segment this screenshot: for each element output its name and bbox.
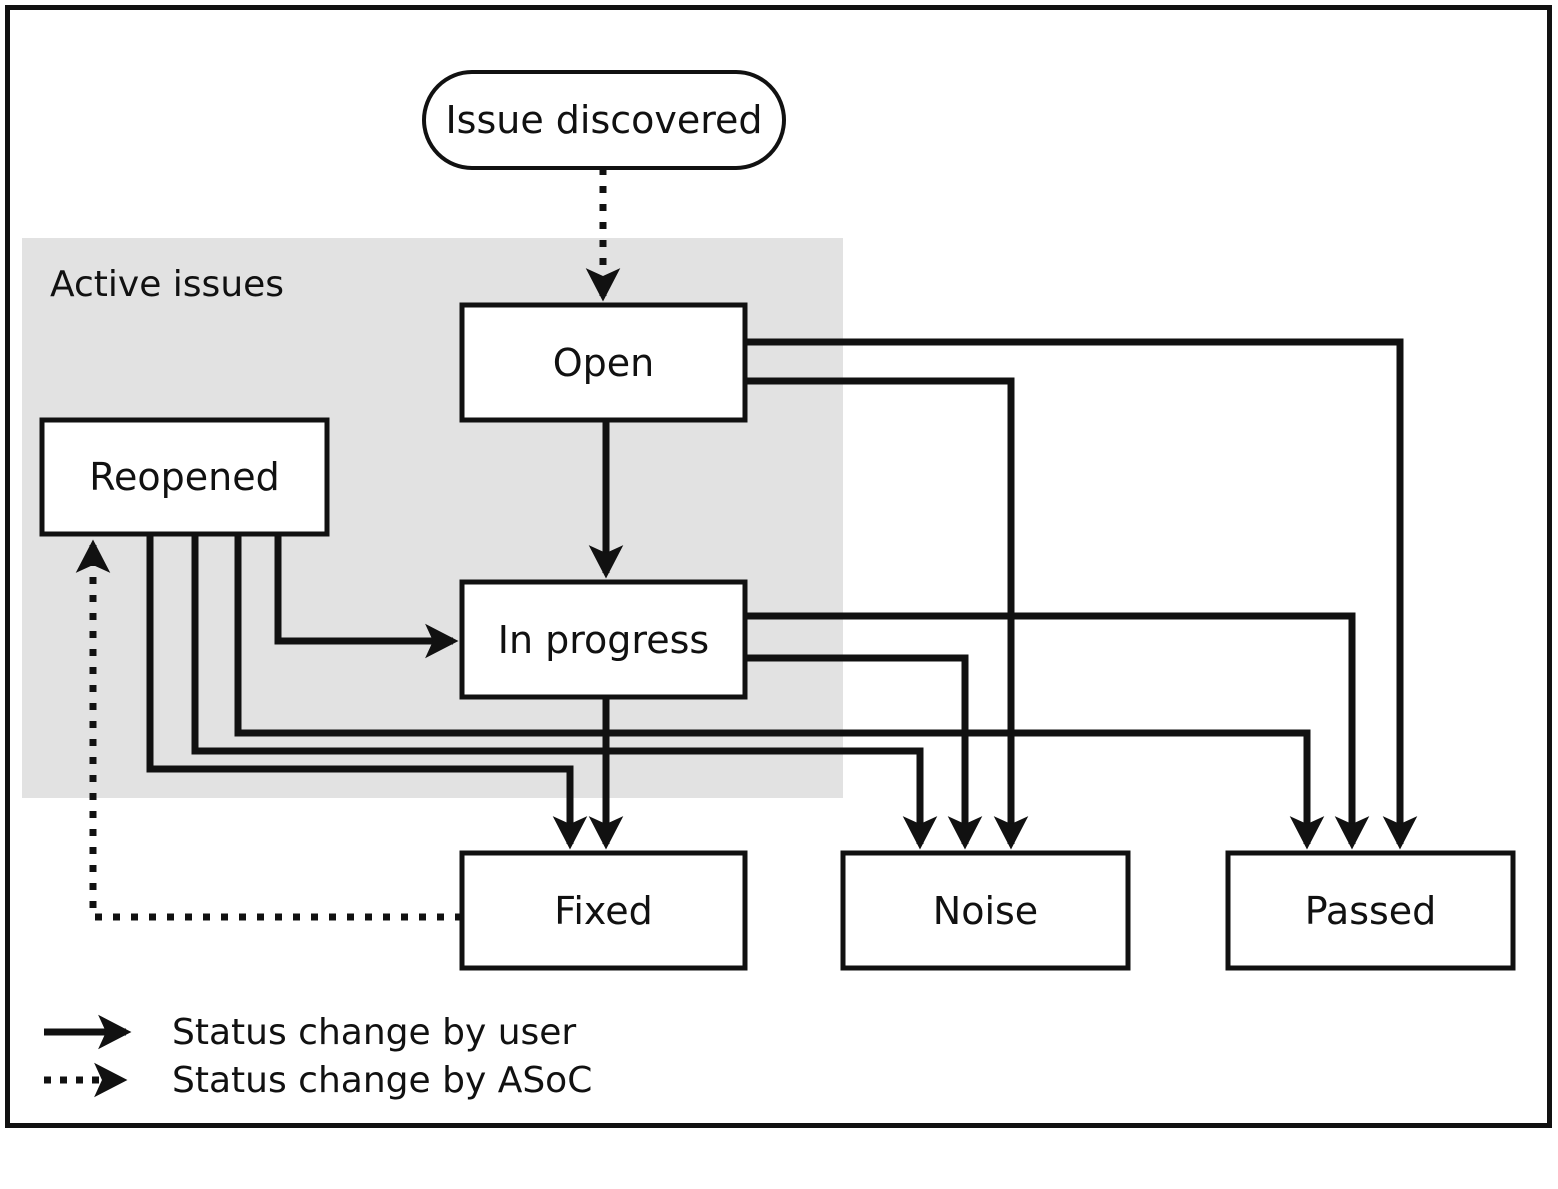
edges-layer [75, 168, 1418, 921]
edge-fixed-to-reopened [75, 539, 462, 921]
edge-open-to-noise [745, 377, 1029, 850]
nodes-layer [39, 70, 1516, 971]
node-reopened[interactable] [39, 417, 330, 537]
node-issue_discovered[interactable] [422, 70, 786, 170]
node-noise[interactable] [840, 850, 1131, 971]
edge-reopened-to-passed [234, 534, 1325, 850]
edge-open-to-passed [745, 338, 1418, 850]
node-open[interactable] [459, 302, 748, 423]
node-fixed[interactable] [459, 850, 748, 971]
edge-inprogress-to-noise [745, 654, 983, 850]
edge-reopened-to-fixed [146, 534, 588, 850]
edge-inprogress-to-passed [745, 612, 1370, 850]
node-in_progress[interactable] [459, 579, 748, 700]
edge-reopened-to-noise [191, 534, 938, 850]
node-passed[interactable] [1225, 850, 1516, 971]
edge-reopened-to-inprogress [274, 534, 459, 659]
